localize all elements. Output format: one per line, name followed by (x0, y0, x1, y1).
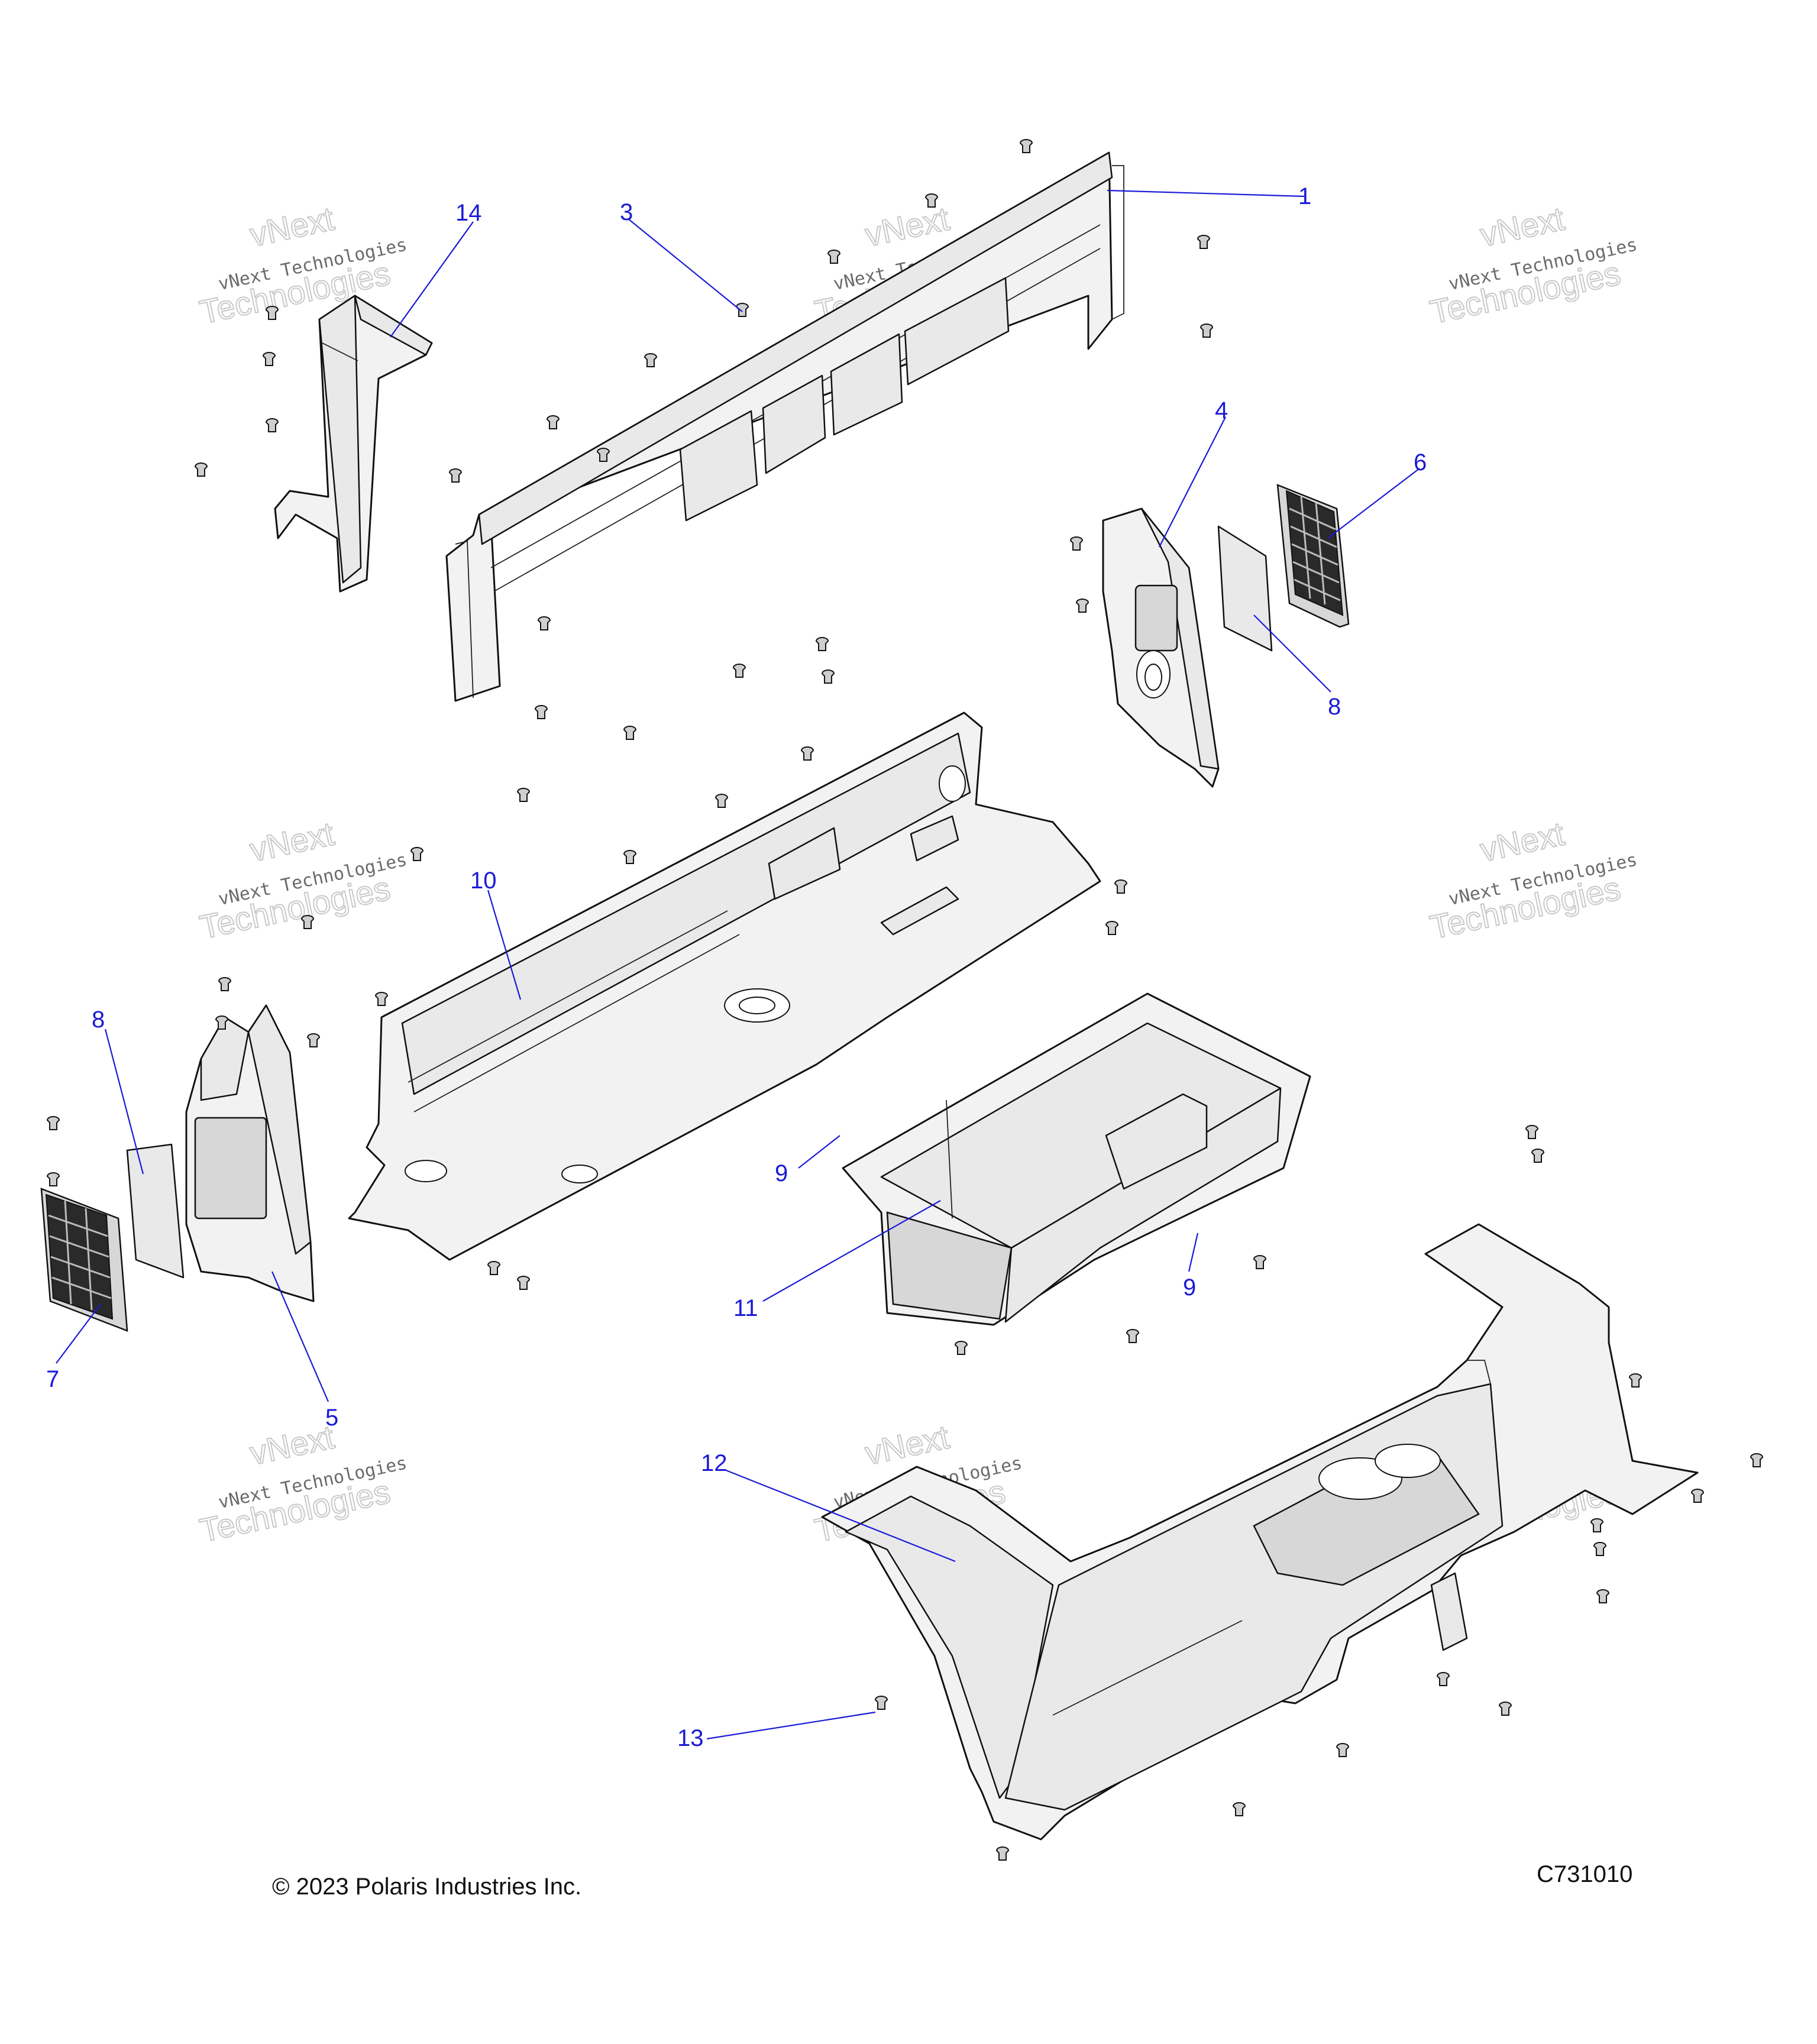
fastener-screw (1232, 1802, 1246, 1816)
fastener-screw (714, 794, 729, 808)
part-left-bracket (274, 295, 433, 593)
fastener-screw (1075, 599, 1089, 613)
watermark-line1: vNext (1477, 814, 1568, 868)
fastener-screw (46, 1116, 60, 1130)
fastener-screw (1114, 879, 1128, 894)
watermark-line1: vNext (247, 199, 338, 253)
fastener-screw (410, 847, 424, 861)
fastener-screw (874, 1696, 888, 1710)
callout-4: 4 (1215, 397, 1228, 423)
callout-8-right: 8 (1328, 694, 1341, 720)
fastener-screw (1498, 1702, 1512, 1716)
callout-14: 14 (455, 200, 482, 226)
part-right-side-panel (1102, 507, 1220, 788)
fastener-screw (623, 726, 637, 740)
callout-12: 12 (701, 1450, 728, 1476)
fastener-screw (954, 1341, 968, 1355)
fastener-screw (218, 977, 232, 991)
fastener-screw (800, 746, 814, 761)
copyright-notice: © 2023 Polaris Industries Inc. (272, 1874, 582, 1900)
fastener-screw (644, 353, 658, 367)
fastener-screw (995, 1846, 1010, 1861)
fastener-screw (815, 637, 829, 651)
fastener-screw (1105, 921, 1119, 935)
fastener-screw (1197, 235, 1211, 249)
fastener-screw (1019, 139, 1033, 153)
part-grille-right (1276, 484, 1350, 628)
part-gasket-left (126, 1143, 185, 1279)
fastener-screw (924, 193, 939, 208)
callout-9-left: 9 (775, 1160, 788, 1186)
fastener-screw (1336, 1743, 1350, 1757)
callout-5: 5 (325, 1405, 338, 1431)
fastener-screw (623, 850, 637, 864)
fastener-screw (1253, 1255, 1267, 1269)
part-cargo-tub (821, 1223, 1699, 1841)
fastener-screw (1590, 1518, 1604, 1532)
part-storage-bin (842, 992, 1311, 1326)
fastener-screw (265, 306, 279, 320)
callout-13: 13 (677, 1725, 704, 1751)
callout-8-left: 8 (92, 1007, 105, 1033)
fastener-screw (300, 915, 315, 929)
fastener-screw (516, 788, 531, 802)
part-rear-upper-panel (445, 151, 1124, 702)
callout-1: 1 (1298, 183, 1311, 209)
fastener-screw (1690, 1489, 1705, 1503)
callout-9-right: 9 (1183, 1275, 1196, 1301)
fastener-screw (374, 992, 389, 1006)
fastener-screw (537, 616, 551, 630)
watermark-line1: vNext (862, 199, 953, 253)
watermark-line1: vNext (247, 1418, 338, 1471)
fastener-screw (1628, 1373, 1643, 1388)
fastener-screw (1531, 1149, 1545, 1163)
fastener-screw (732, 664, 746, 678)
watermark-line1: vNext (1477, 199, 1568, 253)
fastener-screw (821, 670, 835, 684)
watermark-line1: vNext (247, 814, 338, 868)
callout-11: 11 (733, 1295, 758, 1321)
fastener-screw (262, 352, 276, 366)
fastener-screw (215, 1015, 229, 1030)
fastener-screw (448, 468, 463, 483)
callout-6: 6 (1414, 449, 1427, 476)
fastener-screw (1069, 536, 1084, 551)
fastener-screw (735, 303, 749, 317)
part-left-side-panel (185, 1004, 315, 1302)
fastener-screw (1436, 1672, 1450, 1686)
part-rear-floor-panel (348, 711, 1101, 1261)
part-grille-left (40, 1188, 128, 1332)
diagram-code: C731010 (1537, 1861, 1633, 1887)
fastener-screw (487, 1261, 501, 1275)
fastener-screw (596, 448, 610, 462)
watermark-line1: vNext (862, 1418, 953, 1471)
fastener-screw (194, 463, 208, 477)
fastener-screw (1525, 1125, 1539, 1139)
fastener-screw (534, 705, 548, 719)
callout-10: 10 (470, 868, 497, 894)
fastener-screw (265, 418, 279, 432)
fastener-screw (306, 1033, 321, 1047)
fastener-screw (1126, 1329, 1140, 1343)
part-gasket-right (1217, 525, 1273, 652)
fastener-screw (1750, 1453, 1764, 1467)
fastener-screw (1596, 1589, 1610, 1603)
callout-7: 7 (46, 1366, 59, 1392)
fastener-screw (546, 415, 560, 429)
callout-layer: 1 3 4 6 8 14 10 8 5 7 9 9 11 12 13 (46, 183, 1427, 1751)
fastener-screw (46, 1172, 60, 1186)
fastener-screw (1200, 324, 1214, 338)
fastener-screw (827, 250, 841, 264)
callout-3: 3 (620, 199, 633, 225)
fastener-screw (1593, 1542, 1607, 1556)
fastener-layer (46, 139, 1764, 1861)
fastener-screw (516, 1276, 531, 1290)
